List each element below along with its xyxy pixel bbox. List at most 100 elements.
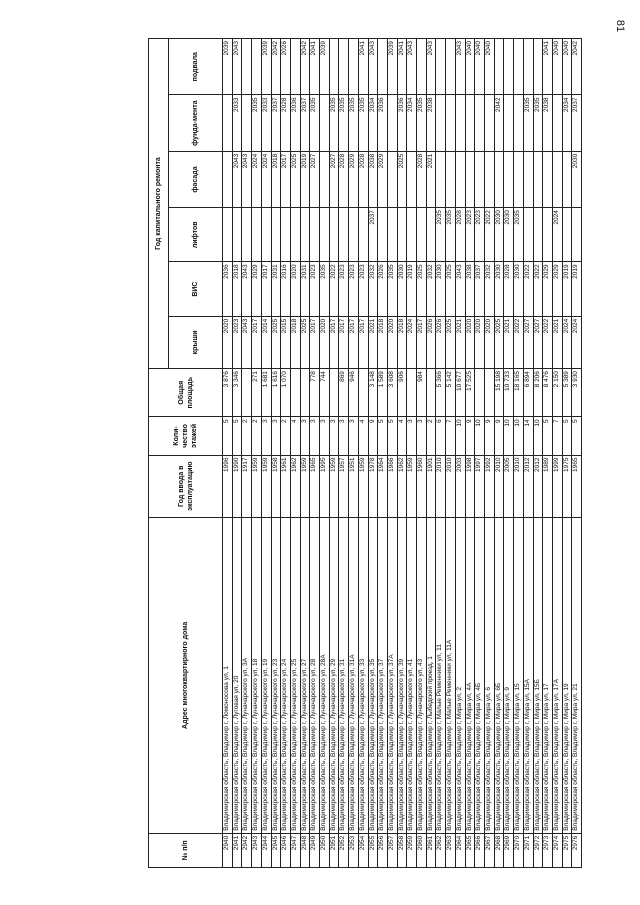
table-cell bbox=[562, 151, 572, 208]
table-cell: 2944 bbox=[261, 833, 272, 868]
table-cell: Владимирская область, Владимир г, Лунача… bbox=[271, 517, 281, 834]
table-cell: Владимирская область, Владимир г, Мира у… bbox=[494, 517, 504, 834]
table-cell: 2945 bbox=[271, 833, 281, 868]
table-cell: 2035 bbox=[338, 94, 349, 152]
table-cell bbox=[494, 38, 504, 95]
table-cell bbox=[503, 38, 514, 95]
table-cell: 2040 bbox=[474, 38, 485, 95]
table-cell: 2039 bbox=[222, 38, 233, 95]
table-cell: Владимирская область, Владимир г, Мира у… bbox=[455, 517, 466, 834]
table-cell: 2021 bbox=[368, 316, 378, 369]
table-cell: 2029 bbox=[348, 151, 359, 208]
table-cell: Владимирская область, Владимир г, Лунача… bbox=[416, 517, 427, 834]
header-basement: подвала bbox=[168, 38, 223, 95]
table-cell: 2039 bbox=[387, 38, 398, 95]
table-cell bbox=[319, 151, 330, 208]
table-cell: 2 bbox=[251, 416, 262, 456]
table-cell: 2019 bbox=[300, 151, 310, 208]
table-cell: Владимирская область, Владимир г, Мира у… bbox=[484, 517, 495, 834]
table-cell: 2029 bbox=[552, 261, 563, 317]
table-cell bbox=[329, 38, 339, 95]
table-cell bbox=[338, 38, 349, 95]
table-cell: 2035 bbox=[533, 94, 543, 152]
table-cell: 10 bbox=[474, 416, 485, 456]
table-cell: 2039 bbox=[319, 38, 330, 95]
table-cell: 1998 bbox=[465, 455, 475, 518]
table-cell: 2022 bbox=[484, 207, 495, 262]
table-cell bbox=[261, 207, 272, 262]
table-cell: 2029 bbox=[251, 261, 262, 317]
table-cell: Владимирская область, Владимир г, Лунача… bbox=[280, 517, 291, 834]
table-cell: 2003 bbox=[455, 455, 466, 518]
table-cell: Владимирская область, Владимир г, Лунача… bbox=[251, 517, 262, 834]
table-cell: 1997 bbox=[474, 455, 485, 518]
table-cell: 5 bbox=[232, 416, 242, 456]
table-cell: 2974 bbox=[552, 833, 563, 868]
table-cell: 4 bbox=[358, 416, 369, 456]
table-cell: 2042 bbox=[494, 94, 504, 152]
table-cell: 2043 bbox=[232, 38, 242, 95]
table-cell: 2950 bbox=[319, 833, 330, 868]
table-cell bbox=[503, 151, 514, 208]
table-cell: 10 bbox=[455, 416, 466, 456]
table-cell: Владимирская область, Владимир г, Лунача… bbox=[261, 517, 272, 834]
table-cell: 2043 bbox=[455, 261, 466, 317]
table-cell bbox=[280, 207, 291, 262]
table-cell: 1989 bbox=[542, 455, 553, 518]
table-cell: 2033 bbox=[232, 94, 242, 152]
table-cell bbox=[251, 207, 262, 262]
table-cell: 2023 bbox=[474, 207, 485, 262]
table-cell: 17 525 bbox=[465, 368, 475, 417]
table-cell: 1959 bbox=[300, 455, 310, 518]
table-cell: 3 bbox=[271, 416, 281, 456]
table-cell: 1975 bbox=[562, 455, 572, 518]
table-cell: 2017 bbox=[338, 316, 349, 369]
table-cell: 2967 bbox=[484, 833, 495, 868]
table-cell: 1 070 bbox=[280, 368, 291, 417]
table-cell: Владимирская область, Владимир г, Малые … bbox=[435, 517, 446, 834]
table-cell: 2016 bbox=[280, 261, 291, 317]
table-cell: Владимирская область, Владимир г, Мира у… bbox=[523, 517, 533, 834]
table-cell: Владимирская область, Владимир г, Мира у… bbox=[552, 517, 563, 834]
table-cell: 2035 bbox=[348, 94, 359, 152]
table-cell bbox=[533, 207, 543, 262]
table-cell: 2020 bbox=[290, 261, 301, 317]
table-cell bbox=[406, 368, 417, 417]
table-cell: 1958 bbox=[271, 455, 281, 518]
table-cell: 2024 bbox=[562, 316, 572, 369]
table-cell: 1965 bbox=[309, 455, 320, 518]
table-cell: 2023 bbox=[348, 261, 359, 317]
table-cell: 2027 bbox=[523, 316, 533, 369]
table-cell: 2040 bbox=[562, 38, 572, 95]
table-cell: 2030 bbox=[571, 151, 582, 208]
table-cell: 10 733 bbox=[503, 368, 514, 417]
table-cell: 9 bbox=[494, 416, 504, 456]
table-cell: 2026 bbox=[280, 38, 291, 95]
table-cell: 2028 bbox=[455, 207, 466, 262]
table-cell bbox=[562, 207, 572, 262]
table-cell: 2042 bbox=[300, 38, 310, 95]
table-cell bbox=[222, 94, 233, 152]
table-cell: 2017 bbox=[309, 316, 320, 369]
table-cell: 2972 bbox=[533, 833, 543, 868]
table-cell: 2021 bbox=[426, 151, 436, 208]
table-cell: 2 bbox=[280, 416, 291, 456]
table-cell: 2036 bbox=[397, 94, 407, 152]
table-cell bbox=[513, 38, 524, 95]
table-cell: 2010 bbox=[513, 455, 524, 518]
table-cell: 2020 bbox=[465, 316, 475, 369]
table-cell: Владимирская область, Владимир г, Лыбедс… bbox=[426, 517, 436, 834]
table-cell: 2963 bbox=[445, 833, 456, 868]
table-cell: 2022 bbox=[513, 316, 524, 369]
table-cell: 3 346 bbox=[232, 368, 242, 417]
table-cell: 2017 bbox=[261, 261, 272, 317]
table-cell: 5 bbox=[387, 416, 398, 456]
table-cell: 1961 bbox=[280, 455, 291, 518]
table-cell: 10 bbox=[513, 416, 524, 456]
table-cell: 2965 bbox=[465, 833, 475, 868]
